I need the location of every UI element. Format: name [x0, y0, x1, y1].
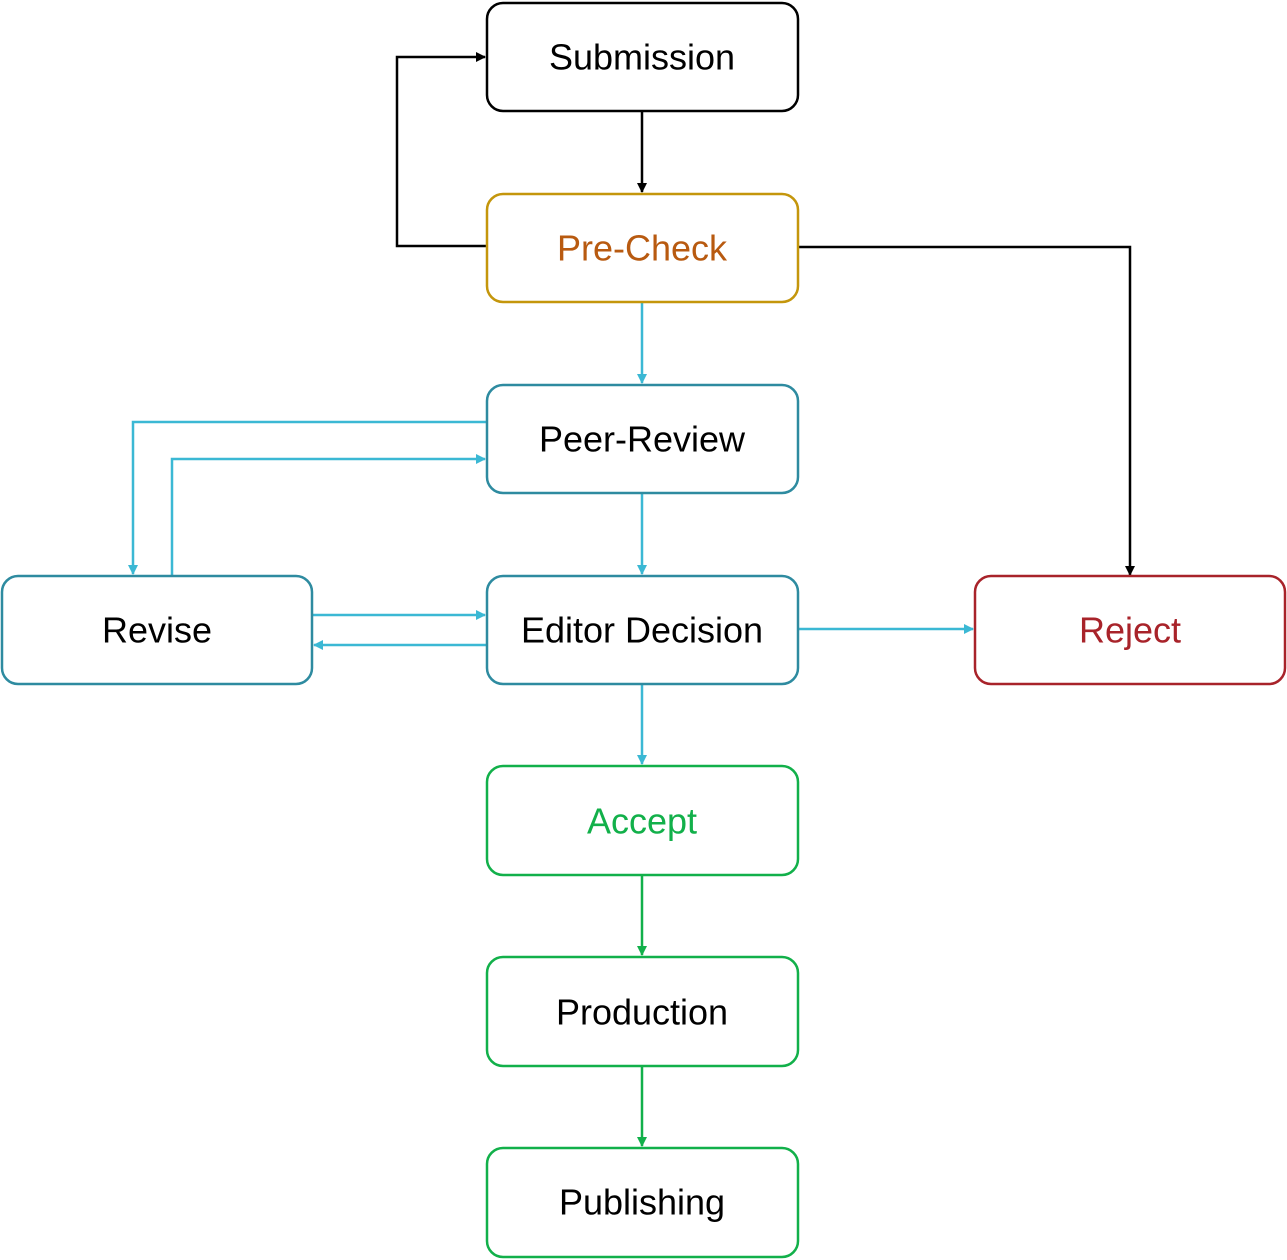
node-submission-label: Submission [549, 37, 735, 78]
arrow-precheck-to-submission [395, 52, 487, 248]
node-reject: Reject [973, 574, 1287, 686]
node-editor-decision: Editor Decision [485, 574, 800, 686]
node-peer-review-label: Peer-Review [539, 419, 746, 460]
node-revise-label: Revise [102, 610, 212, 651]
node-publishing-label: Publishing [559, 1182, 725, 1223]
node-precheck-label: Pre-Check [557, 228, 728, 269]
node-precheck: Pre-Check [485, 192, 800, 304]
node-production: Production [485, 955, 800, 1068]
node-peer-review: Peer-Review [485, 383, 800, 495]
node-production-label: Production [556, 992, 728, 1033]
node-publishing: Publishing [485, 1146, 800, 1259]
arrow-precheck-to-reject [798, 245, 1135, 576]
node-accept-label: Accept [587, 801, 697, 842]
node-revise: Revise [0, 574, 314, 686]
node-submission: Submission [485, 1, 800, 113]
node-editor-decision-label: Editor Decision [521, 610, 763, 651]
arrow-peer-review-to-revise [128, 420, 487, 575]
node-accept: Accept [485, 764, 800, 877]
arrow-revise-to-peer-review [170, 454, 486, 575]
node-reject-label: Reject [1079, 610, 1181, 651]
